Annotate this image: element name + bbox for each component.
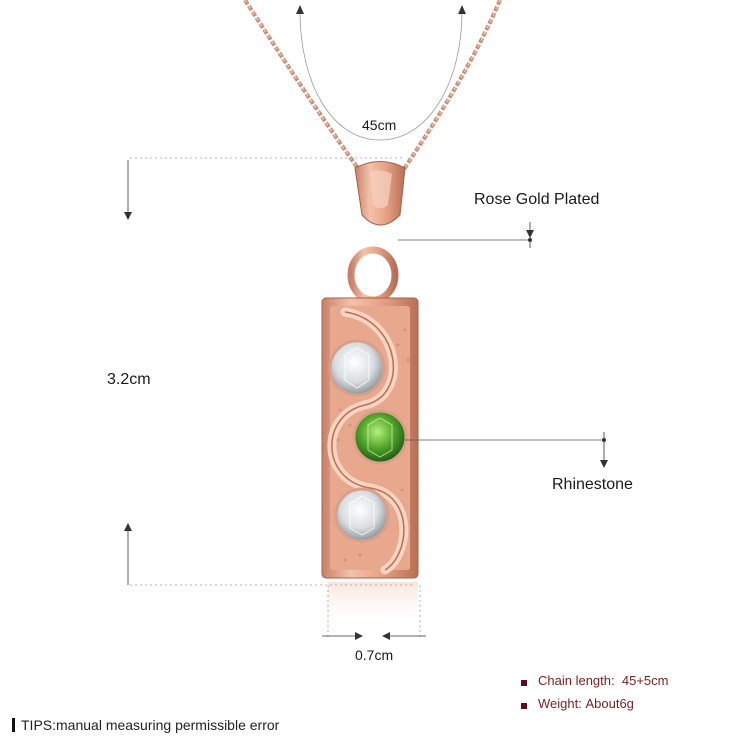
spec-bullet-weight [521, 703, 527, 709]
chain-length-arc [296, 5, 466, 141]
width-dimension [322, 585, 426, 640]
tips-text: TIPS:manual measuring permissible error [21, 717, 280, 733]
spec-weight-label: Weight: [538, 696, 582, 711]
spec-chain-length: Chain length: 45+5cm [538, 673, 668, 688]
pendant-width-label: 0.7cm [355, 647, 394, 663]
stone-callout-line [405, 432, 608, 468]
pendant-reflection [328, 582, 418, 627]
clear-stone-bottom [334, 487, 390, 543]
spec-chain-length-label: Chain length: [538, 673, 615, 688]
height-dimension [127, 157, 415, 586]
chain-length-label: 45cm [362, 117, 397, 133]
spec-bullet-chain [521, 680, 527, 686]
rose-gold-plated-label: Rose Gold Plated [474, 191, 600, 208]
spec-chain-length-value: 45+5cm [621, 673, 669, 688]
tips-marker [12, 718, 15, 732]
spec-weight-value: About6g [585, 696, 634, 711]
chain [243, 0, 502, 180]
clear-stone-top [328, 339, 386, 397]
plating-callout-line [398, 222, 534, 248]
pendant-bail [347, 161, 406, 304]
green-stone [352, 409, 408, 465]
rhinestone-label: Rhinestone [552, 476, 633, 493]
spec-weight: Weight: About6g [538, 696, 634, 711]
pendant-height-label: 3.2cm [107, 371, 151, 388]
